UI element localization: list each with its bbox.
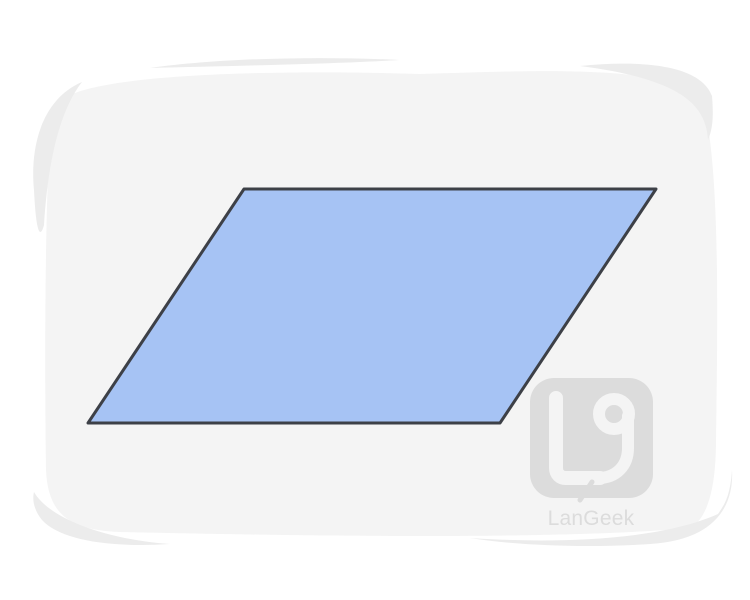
watermark: LanGeek <box>530 378 653 530</box>
watermark-text: LanGeek <box>548 507 635 530</box>
brush-stroke-left <box>33 82 82 232</box>
brush-stroke-top-right <box>580 63 713 140</box>
brush-stroke-bottom-left <box>33 492 170 545</box>
parallelogram-shape <box>86 187 658 425</box>
langeek-logo-icon <box>530 378 653 503</box>
brush-stroke-top <box>150 58 400 68</box>
